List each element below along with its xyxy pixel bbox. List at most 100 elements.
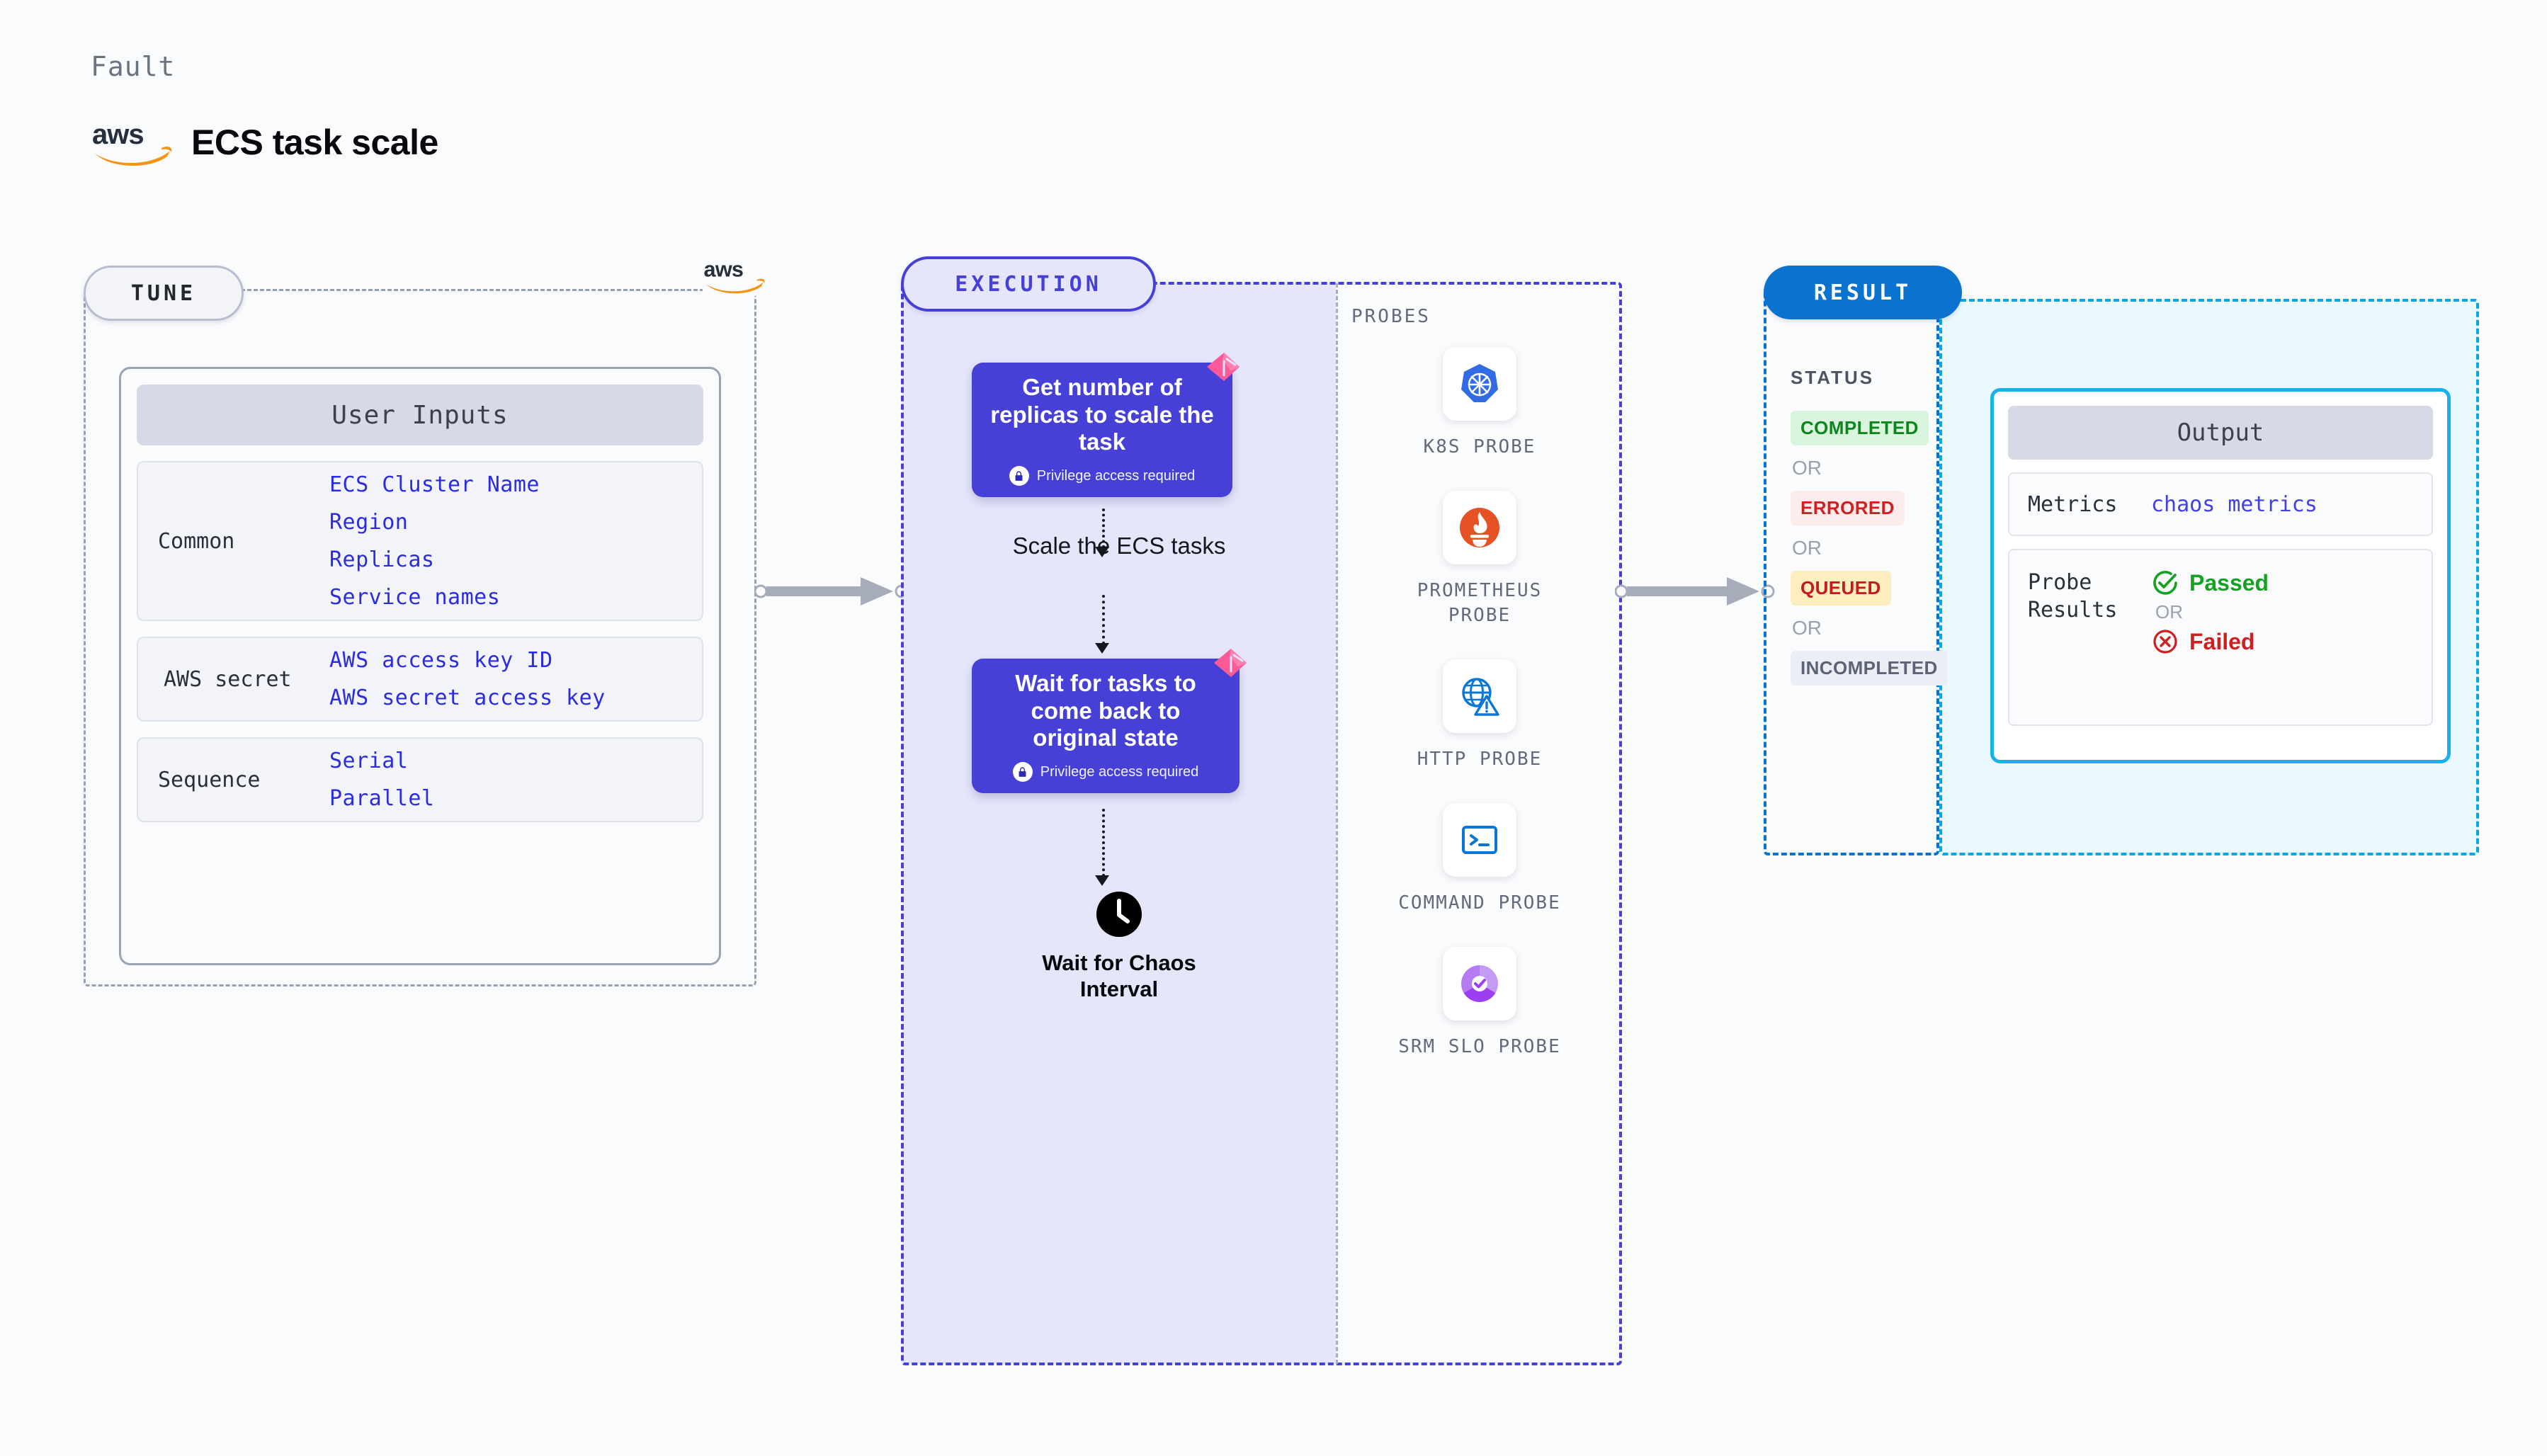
step-privilege-text: Privilege access required xyxy=(1036,467,1196,484)
output-probe-results-label: Probe Results xyxy=(2028,570,2118,622)
wait-label-line1: Wait for Chaos xyxy=(1042,950,1196,975)
input-value[interactable]: ECS Cluster Name xyxy=(329,472,540,497)
probe-result-passed: Passed xyxy=(2151,569,2269,597)
flow-arrow-head xyxy=(1095,643,1109,654)
execution-flow: Get number of replicas to scale the task… xyxy=(902,283,1336,1364)
lock-icon xyxy=(1009,466,1029,487)
http-globe-warning-icon xyxy=(1462,678,1499,716)
page-kicker: Fault xyxy=(91,51,176,82)
wait-label-line2: Interval xyxy=(1079,977,1159,1002)
probe-label: K8S PROBE xyxy=(1423,436,1536,457)
probe-tile xyxy=(1442,659,1516,734)
step-privilege-note: Privilege access required xyxy=(1012,762,1199,783)
lock-icon xyxy=(1012,762,1033,783)
probe-item-prometheus[interactable]: PROMETHEUS PROBE xyxy=(1398,491,1561,628)
input-value[interactable]: AWS secret access key xyxy=(329,686,606,710)
input-group-values: Serial Parallel xyxy=(329,749,435,811)
step-title: Get number of replicas to scale the task xyxy=(990,373,1214,455)
input-group-label: Sequence xyxy=(158,767,261,792)
status-list: COMPLETED OR ERRORED OR QUEUED OR INCOMP… xyxy=(1791,411,1953,686)
probes-list: K8S PROBE PROMETHEUS PROBE xyxy=(1339,347,1621,1060)
probe-tile xyxy=(1443,491,1516,565)
input-group-values: AWS access key ID AWS secret access key xyxy=(329,648,606,710)
terminal-icon xyxy=(1462,826,1497,855)
svg-text:aws: aws xyxy=(704,258,744,282)
status-badge-errored: ERRORED xyxy=(1791,491,1905,525)
probe-tile xyxy=(1443,803,1516,877)
output-card: Output Metrics chaos metrics Probe Resul… xyxy=(1990,388,2451,763)
probe-tile xyxy=(1442,347,1516,421)
flow-arrow-head xyxy=(1095,547,1109,557)
input-group-values: ECS Cluster Name Region Replicas Service… xyxy=(329,472,540,610)
failed-label: Failed xyxy=(2189,628,2255,654)
output-metrics-label: Metrics xyxy=(2028,491,2118,517)
flow-arrow-head xyxy=(1095,875,1109,886)
aws-logo-icon: aws xyxy=(704,258,765,294)
ribbon-badge-icon xyxy=(1214,649,1247,677)
check-circle-icon xyxy=(2153,571,2177,595)
probe-item-http[interactable]: HTTP PROBE xyxy=(1417,659,1543,772)
page-title: ECS task scale xyxy=(191,123,438,162)
output-row-metrics: Metrics chaos metrics xyxy=(2008,472,2433,536)
or-separator: OR xyxy=(2155,601,2183,622)
input-group-label: Common xyxy=(158,528,235,554)
input-value[interactable]: Parallel xyxy=(329,786,435,811)
tune-pill[interactable]: TUNE xyxy=(84,266,244,321)
srm-slo-donut-icon xyxy=(1461,965,1498,1003)
aws-logo-icon: aws xyxy=(92,119,172,166)
result-pill[interactable]: RESULT xyxy=(1764,266,1962,319)
flow-arrow-line xyxy=(1102,595,1105,644)
flow-middle-label: Scale the ECS tasks xyxy=(1012,533,1226,559)
status-badge-incompleted: INCOMPLETED xyxy=(1791,651,1948,686)
probe-item-k8s[interactable]: K8S PROBE xyxy=(1424,347,1536,460)
output-metrics-value[interactable]: chaos metrics xyxy=(2151,491,2318,517)
status-section-label: STATUS xyxy=(1791,367,1875,388)
execution-step-card[interactable]: Get number of replicas to scale the task… xyxy=(972,353,1240,497)
probe-label: PROMETHEUS PROBE xyxy=(1417,580,1543,627)
output-title: Output xyxy=(2008,406,2433,460)
input-group-sequence: Sequence Serial Parallel xyxy=(137,737,703,822)
user-inputs-card: User Inputs Common ECS Cluster Name Regi… xyxy=(119,367,721,965)
probe-result-options: Passed OR Failed xyxy=(2151,569,2269,656)
svg-text:aws: aws xyxy=(92,119,144,150)
input-value[interactable]: Region xyxy=(329,510,409,535)
probe-item-command[interactable]: COMMAND PROBE xyxy=(1398,803,1561,916)
user-inputs-title: User Inputs xyxy=(137,385,703,445)
input-value[interactable]: AWS access key ID xyxy=(329,648,553,673)
connector-execution-to-result xyxy=(1615,577,1775,605)
or-separator: OR xyxy=(1792,617,1822,639)
input-value[interactable]: Serial xyxy=(329,749,409,773)
input-group-common: Common ECS Cluster Name Region Replicas … xyxy=(137,461,703,621)
or-separator: OR xyxy=(1792,457,1822,479)
clock-icon xyxy=(1096,892,1142,937)
tune-aws-marker: aws xyxy=(703,255,768,296)
status-badge-queued: QUEUED xyxy=(1791,571,1891,605)
wait-for-chaos-interval: Wait for Chaos Interval xyxy=(902,891,1336,1002)
execution-step-card[interactable]: Wait for tasks to come back to original … xyxy=(972,649,1247,793)
probes-divider xyxy=(1336,283,1338,1364)
passed-label: Passed xyxy=(2189,569,2269,596)
output-row-probe-results: Probe Results Passed OR Failed xyxy=(2008,549,2433,726)
ribbon-badge-icon xyxy=(1207,353,1240,381)
page-title-row: aws ECS task scale xyxy=(91,117,438,168)
input-value[interactable]: Replicas xyxy=(329,547,435,572)
probe-label: COMMAND PROBE xyxy=(1398,892,1561,914)
kubernetes-icon xyxy=(1460,364,1498,402)
or-separator: OR xyxy=(1792,537,1822,559)
probe-result-failed: Failed xyxy=(2151,627,2269,656)
connector-tune-to-execution xyxy=(754,577,909,605)
step-title: Wait for tasks to come back to original … xyxy=(1015,669,1196,751)
status-badge-completed: COMPLETED xyxy=(1791,411,1929,445)
probe-tile xyxy=(1443,947,1516,1021)
probe-item-srm-slo[interactable]: SRM SLO PROBE xyxy=(1398,947,1561,1059)
probe-label: SRM SLO PROBE xyxy=(1398,1036,1561,1058)
execution-pill[interactable]: EXECUTION xyxy=(901,256,1156,312)
x-circle-icon xyxy=(2153,630,2177,654)
input-value[interactable]: Service names xyxy=(329,585,501,610)
prometheus-icon xyxy=(1460,508,1499,548)
step-privilege-text: Privilege access required xyxy=(1040,763,1199,780)
input-group-aws-secret: AWS secret AWS access key ID AWS secret … xyxy=(137,637,703,722)
input-group-label: AWS secret xyxy=(164,666,292,692)
tune-panel-boundary xyxy=(84,289,756,986)
